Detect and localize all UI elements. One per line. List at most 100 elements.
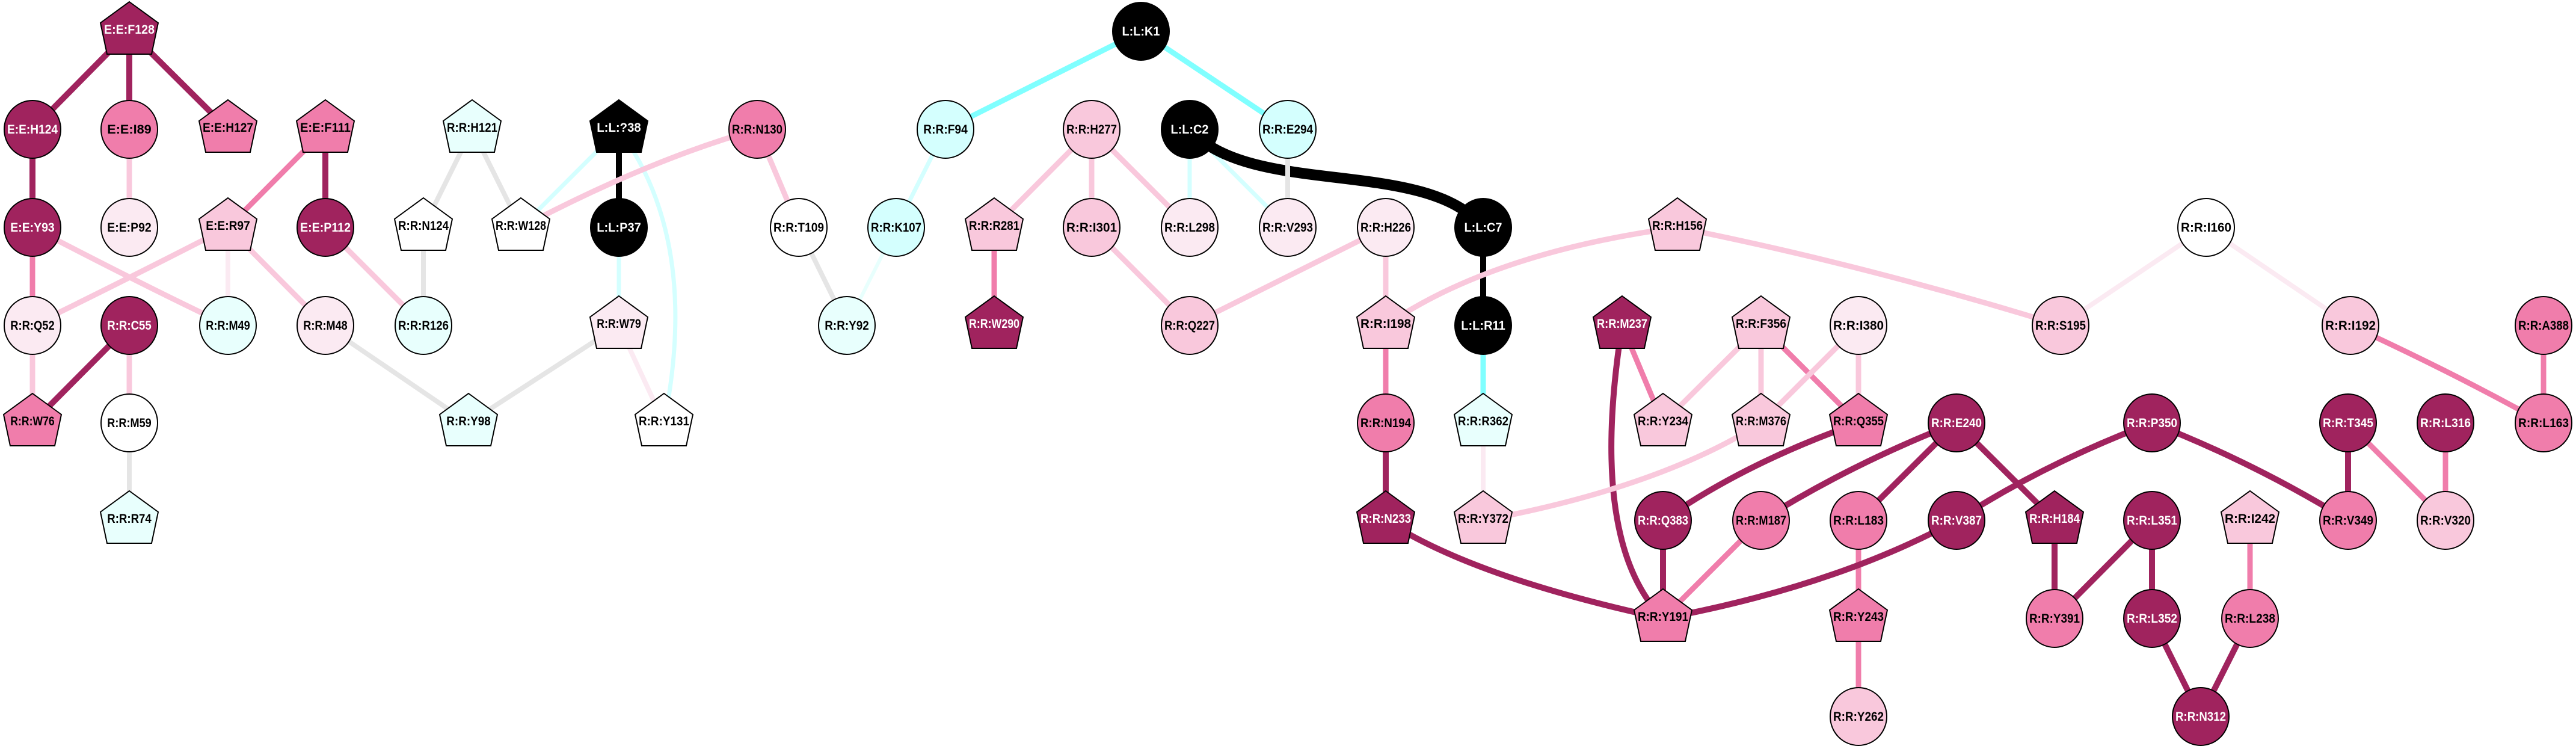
node-r-r-n124[interactable]: R:R:N124 xyxy=(393,197,453,251)
node-r-r-y372[interactable]: R:R:Y372 xyxy=(1453,490,1513,544)
circle-node-shape xyxy=(917,100,974,159)
circle-node-shape xyxy=(1928,491,1985,550)
node-r-r-h226[interactable]: R:R:H226 xyxy=(1357,198,1415,257)
node-r-r-i380[interactable]: R:R:I380 xyxy=(1830,296,1887,355)
node-r-r-m187[interactable]: R:R:M187 xyxy=(1732,491,1790,550)
node-r-r-v293[interactable]: R:R:V293 xyxy=(1259,198,1317,257)
circle-node-shape xyxy=(100,296,158,355)
node-label: L:L:R11 xyxy=(1461,319,1505,333)
node-r-r-r74[interactable]: R:R:R74 xyxy=(99,490,159,544)
node-r-r-q52[interactable]: R:R:Q52 xyxy=(4,296,61,355)
node-r-r-y92[interactable]: R:R:Y92 xyxy=(818,296,876,355)
node-r-r-q383[interactable]: R:R:Q383 xyxy=(1634,491,1692,550)
node-r-r-r362[interactable]: R:R:R362 xyxy=(1453,392,1513,446)
node-e-e-f111[interactable]: E:E:F111 xyxy=(295,99,355,153)
edge-r-r-i160-r-r-s195 xyxy=(2059,225,2208,328)
node-e-e-p92[interactable]: E:E:P92 xyxy=(100,198,158,257)
node-r-r-w76[interactable]: R:R:W76 xyxy=(2,392,63,446)
node-r-r-m49[interactable]: R:R:M49 xyxy=(199,296,257,355)
node-r-r-n130[interactable]: R:R:N130 xyxy=(728,100,786,159)
node-r-r-e240[interactable]: R:R:E240 xyxy=(1928,393,1985,452)
node-r-r-y234[interactable]: R:R:Y234 xyxy=(1633,392,1693,446)
node-r-r-l183[interactable]: R:R:L183 xyxy=(1830,491,1887,550)
node-r-r-l351[interactable]: R:R:L351 xyxy=(2123,491,2181,550)
node-l-l-p37[interactable]: L:L:P37 xyxy=(590,198,648,257)
circle-node-shape xyxy=(1928,393,1985,452)
node-r-r-m376[interactable]: R:R:M376 xyxy=(1731,392,1791,446)
node-r-r-l298[interactable]: R:R:L298 xyxy=(1161,198,1219,257)
circle-node-shape xyxy=(1357,198,1415,257)
node-r-r-m48[interactable]: R:R:M48 xyxy=(297,296,354,355)
node-label: R:R:T345 xyxy=(2323,416,2373,430)
node-l-l-c7[interactable]: L:L:C7 xyxy=(1454,198,1512,257)
node-r-r-l163[interactable]: R:R:L163 xyxy=(2515,393,2572,452)
node-r-r-n312[interactable]: R:R:N312 xyxy=(2172,687,2230,746)
node-e-e-i89[interactable]: E:E:I89 xyxy=(100,100,158,159)
node-r-r-s195[interactable]: R:R:S195 xyxy=(2032,296,2089,355)
node-r-r-h277[interactable]: R:R:H277 xyxy=(1063,100,1120,159)
node-r-r-w290[interactable]: R:R:W290 xyxy=(964,295,1024,349)
node-e-e-h127[interactable]: E:E:H127 xyxy=(198,99,258,153)
node-r-r-m237[interactable]: R:R:M237 xyxy=(1592,295,1652,349)
node-r-r-r281[interactable]: R:R:R281 xyxy=(964,197,1024,251)
node-r-r-i160[interactable]: R:R:I160 xyxy=(2177,198,2235,257)
node-r-r-w79[interactable]: R:R:W79 xyxy=(589,295,649,349)
node-r-r-m59[interactable]: R:R:M59 xyxy=(100,393,158,452)
node-r-r-e294[interactable]: R:R:E294 xyxy=(1259,100,1317,159)
node-l-l-c2[interactable]: L:L:C2 xyxy=(1161,100,1219,159)
node-label: R:R:L351 xyxy=(2127,514,2177,528)
node-l-l-r11[interactable]: L:L:R11 xyxy=(1454,296,1512,355)
node-r-r-h121[interactable]: R:R:H121 xyxy=(442,99,502,153)
node-e-e-y93[interactable]: E:E:Y93 xyxy=(4,198,61,257)
node-r-r-y191[interactable]: R:R:Y191 xyxy=(1633,588,1693,642)
pentagon-node-shape xyxy=(1356,295,1416,349)
node-e-e-f128[interactable]: E:E:F128 xyxy=(99,1,159,55)
node-r-r-h156[interactable]: R:R:H156 xyxy=(1647,197,1708,251)
node-r-r-t109[interactable]: R:R:T109 xyxy=(770,198,828,257)
node-r-r-f94[interactable]: R:R:F94 xyxy=(917,100,974,159)
circle-node-shape xyxy=(590,198,648,257)
node-r-r-c55[interactable]: R:R:C55 xyxy=(100,296,158,355)
node-r-r-q227[interactable]: R:R:Q227 xyxy=(1161,296,1219,355)
node-r-r-t345[interactable]: R:R:T345 xyxy=(2319,393,2377,452)
node-label: R:R:F94 xyxy=(923,123,968,137)
node-r-r-i192[interactable]: R:R:I192 xyxy=(2322,296,2379,355)
node-r-r-n233[interactable]: R:R:N233 xyxy=(1356,490,1416,544)
pentagon-node-shape xyxy=(2024,490,2085,544)
node-r-r-i301[interactable]: R:R:I301 xyxy=(1063,198,1120,257)
node-r-r-v349[interactable]: R:R:V349 xyxy=(2319,491,2377,550)
edge-r-r-w79-r-r-y98 xyxy=(467,323,621,425)
node-r-r-l238[interactable]: R:R:L238 xyxy=(2221,589,2279,648)
node-e-e-r97[interactable]: E:E:R97 xyxy=(198,197,258,251)
node-r-r-y391[interactable]: R:R:Y391 xyxy=(2026,589,2083,648)
node-r-r-y98[interactable]: R:R:Y98 xyxy=(438,392,499,446)
node-r-r-h184[interactable]: R:R:H184 xyxy=(2024,490,2085,544)
node-r-r-l352[interactable]: R:R:L352 xyxy=(2123,589,2181,648)
node-r-r-p350[interactable]: R:R:P350 xyxy=(2123,393,2181,452)
node-r-r-f356[interactable]: R:R:F356 xyxy=(1731,295,1791,349)
node-r-r-w128[interactable]: R:R:W128 xyxy=(491,197,551,251)
node-l-l-k1[interactable]: L:L:K1 xyxy=(1112,2,1170,61)
node-label: R:R:C55 xyxy=(107,319,152,333)
node-label: R:R:N312 xyxy=(2175,710,2226,724)
node-r-r-y243[interactable]: R:R:Y243 xyxy=(1828,588,1889,642)
node-r-r-r126[interactable]: R:R:R126 xyxy=(395,296,452,355)
circle-node-shape xyxy=(2172,687,2230,746)
node-r-r-i198[interactable]: R:R:I198 xyxy=(1356,295,1416,349)
node-r-r-y131[interactable]: R:R:Y131 xyxy=(634,392,694,446)
pentagon-node-shape xyxy=(964,295,1024,349)
node-e-e-h124[interactable]: E:E:H124 xyxy=(4,100,61,159)
node-label: R:R:P350 xyxy=(2127,416,2177,430)
node-r-r-y262[interactable]: R:R:Y262 xyxy=(1830,687,1887,746)
node-r-r-v320[interactable]: R:R:V320 xyxy=(2417,491,2474,550)
node-r-r-l316[interactable]: R:R:L316 xyxy=(2417,393,2474,452)
node-r-r-i242[interactable]: R:R:I242 xyxy=(2220,490,2280,544)
node-e-e-p112[interactable]: E:E:P112 xyxy=(297,198,354,257)
node-label: R:R:L298 xyxy=(1164,221,1215,235)
node-r-r-a388[interactable]: R:R:A388 xyxy=(2515,296,2572,355)
node-l-l-38[interactable]: L:L:?38 xyxy=(589,99,649,153)
node-r-r-v387[interactable]: R:R:V387 xyxy=(1928,491,1985,550)
node-r-r-n194[interactable]: R:R:N194 xyxy=(1357,393,1415,452)
node-r-r-k107[interactable]: R:R:K107 xyxy=(867,198,925,257)
node-r-r-q355[interactable]: R:R:Q355 xyxy=(1828,392,1889,446)
